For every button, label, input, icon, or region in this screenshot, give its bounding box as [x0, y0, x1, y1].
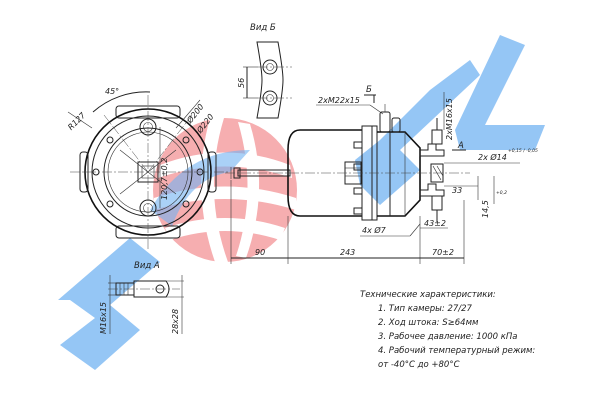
- section-mark-b: Б: [366, 85, 372, 95]
- dim-243: 243: [340, 248, 355, 257]
- dim-m16x15: М16х15: [99, 302, 108, 334]
- side-view: 2хМ22х15 Б 2хМ16х15 А 2х Ø14 +0,15 / -0,…: [225, 85, 538, 264]
- spec-title: Технические характеристики:: [360, 290, 496, 300]
- spec-item-1: 1. Тип камеры: 27/27: [378, 304, 473, 314]
- dim-14-5: 14,5: [481, 200, 490, 218]
- dim-tol-14-5: +0,2: [496, 190, 507, 196]
- spec-item-5: от -40°С до +80°С: [378, 360, 460, 370]
- spec-block: Технические характеристики: 1. Тип камер…: [360, 290, 535, 370]
- dim-m22: 2хМ22х15: [318, 96, 360, 105]
- dim-r127: R127: [66, 110, 88, 132]
- spec-item-3: 3. Рабочее давление: 1000 кПа: [378, 332, 517, 342]
- dim-33: 33: [452, 186, 462, 195]
- view-b-plate: [256, 41, 284, 119]
- view-a-title: Вид А: [134, 261, 160, 271]
- dim-28x28: 28х28: [171, 309, 180, 334]
- dim-90: 90: [255, 248, 265, 257]
- dim-dia-14: 2х Ø14: [478, 152, 507, 162]
- dim-m16: 2хМ16х15: [445, 98, 454, 140]
- view-a: Вид А М16х15 28х28: [99, 261, 184, 334]
- spec-item-2: 2. Ход штока: S≥64мм: [378, 318, 479, 328]
- view-b: Вид Б 56: [237, 23, 292, 119]
- dim-70: 70±2: [432, 248, 454, 257]
- dim-120-7: 120,7±0,2: [160, 158, 169, 200]
- dim-43: 43±2: [424, 219, 446, 228]
- spec-item-4: 4. Рабочий температурный режим:: [378, 346, 535, 356]
- watermark-globe: [153, 118, 297, 262]
- dim-tol-14: +0,15 / -0,05: [508, 148, 538, 154]
- section-mark-a: А: [457, 141, 464, 151]
- dim-dia-7: 4х Ø7: [362, 225, 387, 235]
- service-chamber: [377, 131, 421, 217]
- mounting-studs: [419, 143, 445, 157]
- cylinder-body: [287, 129, 362, 217]
- dim-56: 56: [237, 78, 246, 88]
- view-b-title: Вид Б: [250, 23, 276, 33]
- watermark-logo: [58, 35, 545, 370]
- dim-angle-45: 45°: [105, 87, 119, 96]
